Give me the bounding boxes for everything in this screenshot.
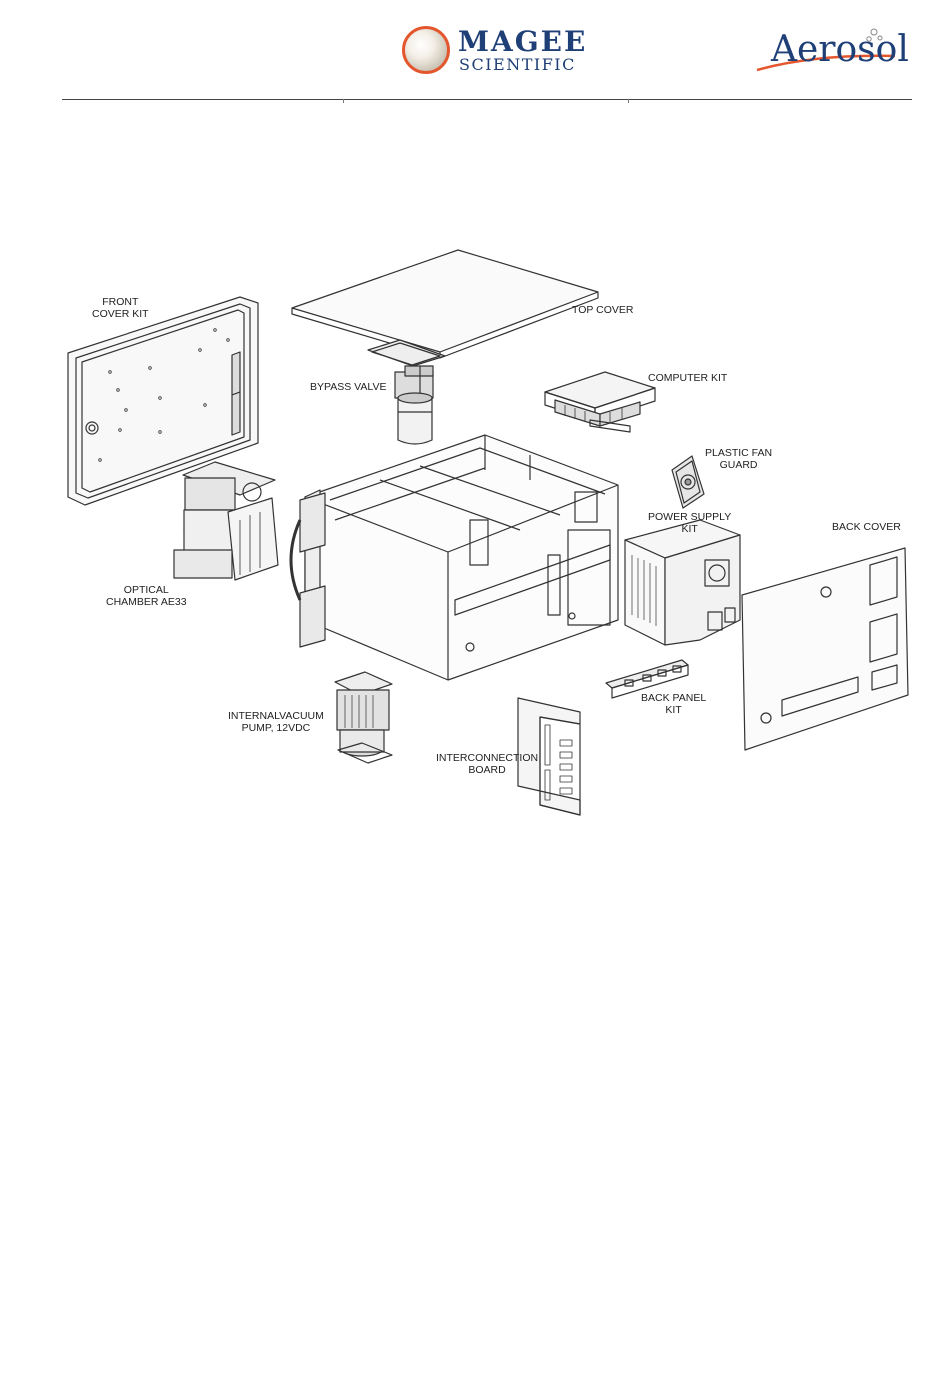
label-line: POWER SUPPLY (648, 511, 731, 523)
label-line: KIT (641, 704, 706, 716)
label-line: KIT (648, 523, 731, 535)
label-interconnection-board: INTERCONNECTION BOARD (436, 752, 538, 776)
label-line: CHAMBER AE33 (106, 596, 187, 608)
vacuum-pump-drawing (335, 672, 392, 763)
label-line: FRONT (92, 296, 149, 308)
label-line: INTERNALVACUUM (228, 710, 324, 722)
label-power-supply-kit: POWER SUPPLY KIT (648, 511, 731, 535)
label-line: BOARD (436, 764, 538, 776)
label-front-cover-kit: FRONT COVER KIT (92, 296, 149, 320)
label-line: OPTICAL (106, 584, 187, 596)
label-back-panel-kit: BACK PANEL KIT (641, 692, 706, 716)
label-bypass-valve: BYPASS VALVE (310, 381, 386, 393)
label-plastic-fan-guard: PLASTIC FAN GUARD (705, 447, 772, 471)
label-line: INTERCONNECTION (436, 752, 538, 764)
main-chassis-drawing (291, 435, 618, 680)
label-computer-kit: COMPUTER KIT (648, 372, 727, 384)
label-line: COVER KIT (92, 308, 149, 320)
label-line: PUMP, 12VDC (228, 722, 324, 734)
top-cover-drawing (292, 250, 598, 358)
optical-chamber-drawing (174, 462, 278, 580)
plastic-fan-guard-drawing (672, 456, 704, 508)
computer-kit-drawing (545, 372, 655, 432)
label-top-cover: TOP COVER (572, 304, 633, 316)
label-line: GUARD (705, 459, 772, 471)
label-line: PLASTIC FAN (705, 447, 772, 459)
power-supply-kit-drawing (625, 520, 740, 645)
label-optical-chamber: OPTICAL CHAMBER AE33 (106, 584, 187, 608)
back-cover-drawing (742, 548, 908, 750)
label-line: BACK PANEL (641, 692, 706, 704)
label-vacuum-pump: INTERNALVACUUM PUMP, 12VDC (228, 710, 324, 734)
label-back-cover: BACK COVER (832, 521, 901, 533)
